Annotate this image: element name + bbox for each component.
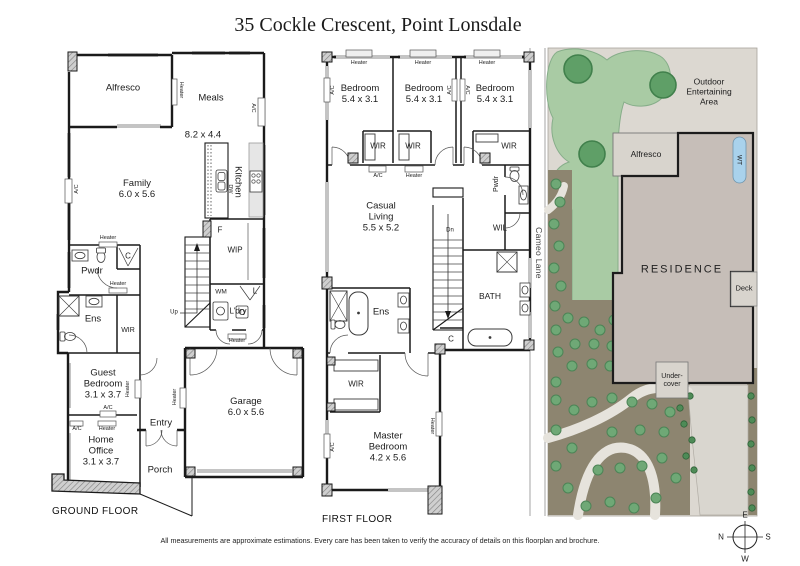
grass-area (546, 48, 671, 306)
ff-ens-label: Ens (372, 306, 390, 318)
gf-meals-label: Meals (198, 92, 224, 104)
gf-heater-garage: Heater (228, 337, 246, 344)
site-undercover-label: Under- cover (661, 372, 683, 388)
ff-casual-living-label: Casual Living 5.5 x 5.2 (362, 200, 400, 234)
compass-west-label: W (741, 554, 749, 564)
gf-garage-label: Garage 6.0 x 5.6 (227, 396, 265, 418)
ff-heater-casual: Heater (405, 172, 423, 179)
gf-kitchen-label: Kitchen (232, 166, 244, 198)
ff-master-bedroom-label: Master Bedroom 4.2 x 5.6 (368, 430, 408, 464)
first-floor-title: FIRST FLOOR (322, 514, 393, 525)
shrubs (548, 178, 682, 514)
trees (563, 54, 677, 168)
gf-ac-office-1: A/C (103, 404, 113, 411)
gf-dw-label: DW (227, 184, 234, 194)
ff-wir3-label: WIR (501, 141, 517, 151)
gf-heater-alfresco: Heater (178, 81, 185, 99)
gf-heater-entry: Heater (171, 388, 178, 406)
site-wt-label: WT (735, 154, 743, 166)
ff-bath-label: BATH (478, 291, 502, 302)
gf-heater-pwdr: Heater (99, 234, 117, 241)
site-outdoor-entertaining-label: Outdoor Entertaining Area (686, 76, 732, 106)
site-alfresco (612, 132, 680, 177)
gf-wm-label: WM (215, 288, 227, 296)
gf-home-office-label: Home Office 3.1 x 3.7 (82, 434, 120, 468)
undercover-area (655, 361, 689, 399)
gf-closet-label: C (125, 251, 131, 261)
site-street-label: Cameo Lane (533, 227, 544, 279)
site-plan-graphic (529, 47, 758, 520)
ground-floor-plan-graphic (51, 51, 305, 517)
gf-ac-family: A/C (73, 184, 80, 194)
gf-wip-label: WIP (227, 245, 243, 255)
ff-heater-bed1: Heater (350, 59, 368, 66)
gf-heater-guest: Heater (124, 380, 131, 398)
gf-wir-label: WIR (121, 326, 135, 334)
ff-ac-bed1: A/C (329, 85, 336, 95)
gf-porch-label: Porch (147, 464, 173, 476)
compass-south-label: S (765, 532, 771, 542)
ff-ac-casual: A/C (373, 172, 383, 179)
first-floor-plan-graphic (321, 49, 535, 515)
ff-pwdr-label: Pwdr (492, 176, 500, 192)
gf-guest-bedroom-label: Guest Bedroom 3.1 x 3.7 (83, 367, 123, 401)
ff-wil-label: WIL (492, 223, 508, 233)
ff-heater-master: Heater (429, 417, 436, 435)
ff-heater-bed3: Heater (478, 59, 496, 66)
ff-bedroom3-label: Bedroom 5.4 x 3.1 (475, 83, 515, 105)
ff-bedroom2-label: Bedroom 5.4 x 3.1 (404, 83, 444, 105)
ff-heater-bed2: Heater (414, 59, 432, 66)
ff-wir2-label: WIR (405, 141, 421, 151)
gf-heater-wir: Heater (109, 280, 127, 287)
compass-north-label: N (718, 532, 724, 542)
ff-closet-label: C (448, 334, 454, 344)
gf-linen-label: L (252, 286, 258, 296)
ff-bedroom1-label: Bedroom 5.4 x 3.1 (340, 83, 380, 105)
ff-ac-bed2: A/C (446, 85, 453, 95)
deck-area (730, 271, 758, 307)
gf-ac-office-2: A/C (72, 425, 82, 432)
compass-icon (727, 521, 763, 553)
gf-alfresco-label: Alfresco (105, 82, 141, 94)
ff-ac-master: A/C (329, 442, 336, 452)
site-deck-label: Deck (735, 283, 753, 293)
ff-wir1-label: WIR (370, 141, 386, 151)
gf-ens-label: Ens (84, 313, 102, 325)
gf-ldry-label: L'dry (229, 306, 247, 316)
gf-up-label: Up (170, 309, 178, 316)
page-title: 35 Cockle Crescent, Point Lonsdale (234, 14, 522, 36)
ff-ac-bed3: A/C (464, 85, 471, 95)
ff-dn-label: Dn (446, 227, 454, 234)
site-residence-label: RESIDENCE (640, 263, 724, 276)
compass-east-label: E (742, 510, 748, 520)
water-tank (732, 136, 747, 184)
gf-heater-office: Heater (98, 425, 116, 432)
gf-pwdr-label: Pwdr (81, 265, 103, 277)
gf-fridge-label: F (217, 225, 223, 235)
gf-family-label: Family 6.0 x 5.6 (118, 178, 156, 200)
site-alfresco-label: Alfresco (630, 149, 662, 160)
gf-entry-label: Entry (149, 417, 173, 429)
gf-ac-meals: A/C (250, 103, 257, 113)
ground-floor-title: GROUND FLOOR (52, 506, 139, 517)
disclaimer-text: All measurements are approximate estimat… (160, 536, 600, 545)
ff-wir-master-label: WIR (348, 379, 364, 389)
driveway (687, 384, 749, 516)
gf-kitchen-meals-dim: 8.2 x 4.4 (184, 129, 222, 141)
